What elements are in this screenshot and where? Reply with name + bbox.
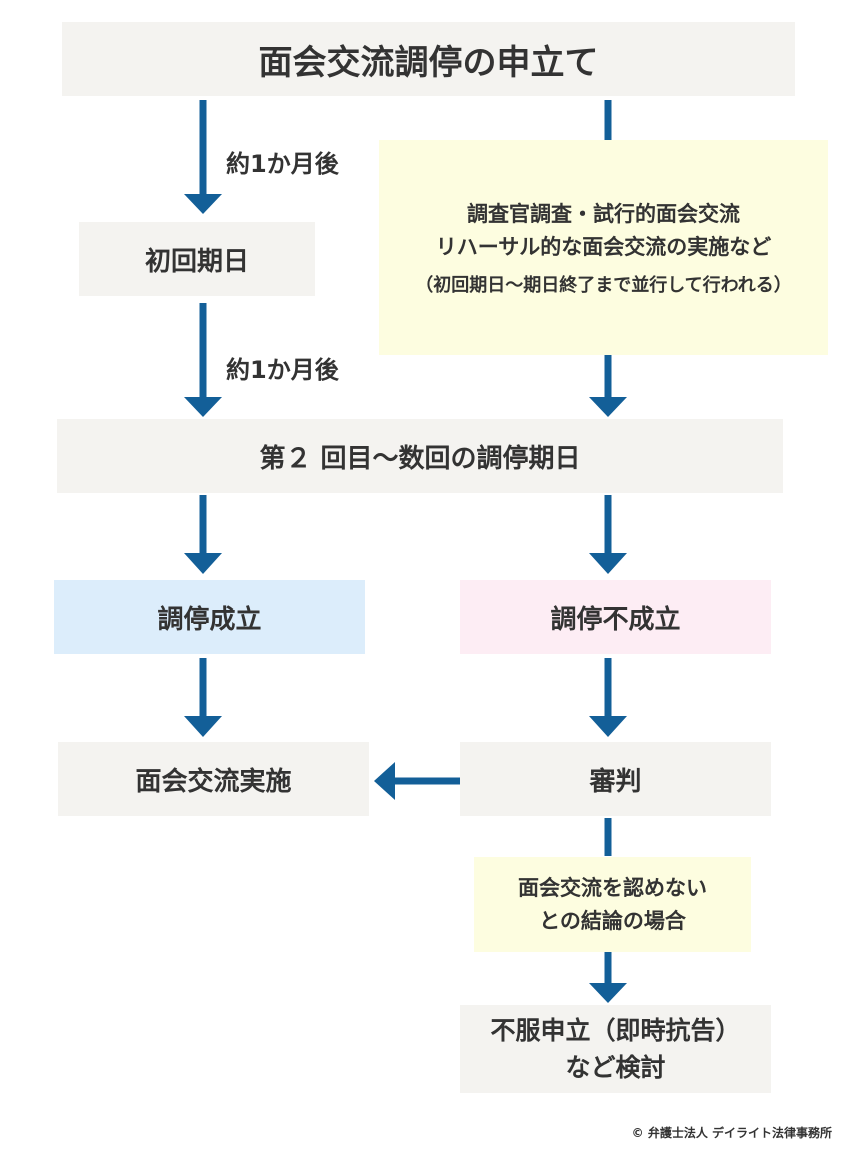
line-judgment-to-denied: [604, 818, 612, 856]
arrow-success-to-visitation: [184, 658, 222, 737]
arrow-investigation-to-later-hearings: [589, 355, 627, 417]
arrow-to-success: [184, 495, 222, 574]
mediation-failure-text: 調停不成立: [550, 604, 681, 635]
denied-condition-line-1: 面会交流を認めない: [518, 875, 707, 900]
title-text: 面会交流調停の申立て: [258, 42, 599, 83]
investigation-line-2: リハーサル的な面会交流の実施など: [435, 234, 772, 259]
mediation-success-box: 調停成立: [54, 580, 365, 654]
denied-condition-line-2: との結論の場合: [539, 908, 686, 933]
interval-label-2: 約1か月後: [226, 356, 339, 384]
denied-condition-box: 面会交流を認めない との結論の場合: [474, 857, 751, 952]
mediation-failure-box: 調停不成立: [460, 580, 771, 654]
arrow-judgment-to-visitation: [374, 762, 460, 800]
copyright-credit: © 弁護士法人 デイライト法律事務所: [631, 1126, 832, 1140]
arrow-to-failure: [589, 495, 627, 574]
line-title-to-investigation: [604, 100, 612, 140]
judgment-box: 審判: [460, 742, 771, 816]
investigation-line-3: （初回期日〜期日終了まで並行して行われる）: [415, 275, 792, 297]
later-hearings-box: 第２ 回目〜数回の調停期日: [57, 419, 783, 493]
interval-label-1: 約1か月後: [226, 150, 339, 178]
mediation-success-text: 調停成立: [157, 604, 262, 635]
arrow-title-to-first-hearing: [184, 100, 222, 214]
appeal-box: 不服申立（即時抗告） など検討: [460, 1005, 771, 1093]
judgment-text: 審判: [589, 766, 642, 797]
appeal-line-1: 不服申立（即時抗告）: [490, 1015, 741, 1045]
investigation-box: 調査官調査・試行的面会交流 リハーサル的な面会交流の実施など （初回期日〜期日終…: [379, 140, 828, 355]
visitation-box: 面会交流実施: [58, 742, 369, 816]
first-hearing-box: 初回期日: [79, 222, 315, 296]
arrow-failure-to-judgment: [589, 658, 627, 737]
arrow-denied-to-appeal: [589, 952, 627, 1003]
arrow-first-to-later-hearings: [184, 303, 222, 417]
visitation-text: 面会交流実施: [135, 766, 292, 797]
appeal-line-2: など検討: [565, 1053, 666, 1082]
investigation-line-1: 調査官調査・試行的面会交流: [467, 201, 740, 226]
first-hearing-text: 初回期日: [144, 246, 249, 277]
later-hearings-text: 第２ 回目〜数回の調停期日: [259, 443, 581, 474]
title-box: 面会交流調停の申立て: [62, 22, 795, 96]
